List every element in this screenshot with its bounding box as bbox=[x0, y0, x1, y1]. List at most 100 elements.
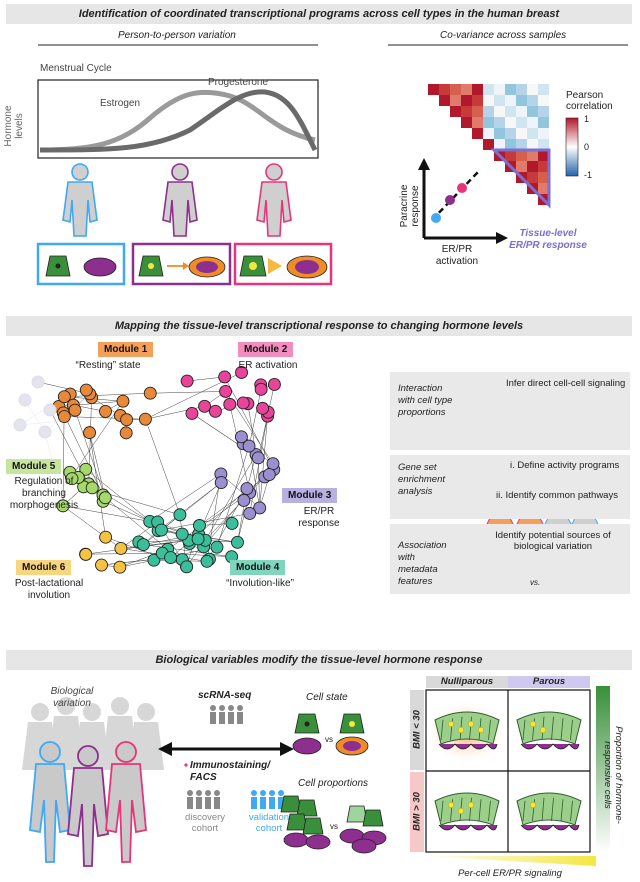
network-edge bbox=[62, 505, 122, 549]
gland-cell-line bbox=[488, 800, 491, 822]
analysis-2-name: Gene set enrichment analysis bbox=[398, 462, 445, 497]
heatmap-cell bbox=[483, 139, 494, 150]
heatmap-cell bbox=[461, 84, 472, 95]
network-node bbox=[68, 403, 82, 417]
section-2-title: Mapping the tissue-level transcriptional… bbox=[6, 316, 632, 336]
heatmap-cell bbox=[483, 117, 494, 128]
pearson-colorbar bbox=[565, 117, 579, 177]
responsive-cell-spot bbox=[539, 726, 547, 734]
analysis-2-item-1: i. Define activity programs bbox=[510, 460, 620, 471]
heatmap-cell bbox=[494, 95, 505, 106]
heatmap-cell bbox=[439, 84, 450, 95]
network-edge bbox=[205, 476, 265, 541]
gland-cell-line bbox=[541, 797, 545, 822]
network-node bbox=[79, 547, 93, 561]
responsive-cell-spot bbox=[457, 807, 465, 815]
module-5-label: Module 5 bbox=[6, 459, 62, 474]
heatmap-cell bbox=[527, 172, 538, 183]
network-node bbox=[180, 560, 194, 574]
network-node bbox=[240, 482, 254, 495]
network-node bbox=[116, 394, 130, 408]
gland-cell-line bbox=[440, 719, 444, 741]
network-node bbox=[235, 366, 248, 379]
biological-variation-label: Biological variation bbox=[50, 686, 94, 709]
network-node bbox=[136, 538, 150, 552]
heatmap-cell bbox=[538, 117, 549, 128]
heatmap-cell bbox=[538, 128, 549, 139]
heatmap-cell bbox=[538, 161, 549, 172]
heatmap-cell bbox=[516, 139, 527, 150]
proportion-gradient-bar bbox=[596, 686, 610, 852]
signaling-gradient-wedge bbox=[420, 856, 596, 866]
heatmap-cell bbox=[461, 117, 472, 128]
module-4-desc: “Involution-like” bbox=[226, 578, 294, 589]
network-node bbox=[267, 377, 281, 391]
module-3-label: Module 3 bbox=[282, 488, 338, 503]
heatmap-cell bbox=[505, 95, 516, 106]
network-node bbox=[175, 527, 189, 541]
responsive-cell-spot bbox=[457, 726, 465, 734]
heatmap-cell bbox=[505, 117, 516, 128]
immunostaining-label: Immunostaining/ FACS bbox=[190, 760, 270, 783]
network-edge bbox=[199, 474, 270, 526]
gland-cell-line bbox=[478, 799, 482, 822]
tissue-level-er-pr-label: Tissue-level ER/PR response bbox=[509, 228, 587, 251]
network-node bbox=[38, 425, 52, 439]
cell-state-vs: vs bbox=[325, 735, 333, 744]
heatmap-cell bbox=[428, 84, 439, 95]
heatmap-cell bbox=[538, 84, 549, 95]
heatmap-cell bbox=[538, 106, 549, 117]
per-cell-signaling-label: Per-cell ER/PR signaling bbox=[458, 868, 562, 879]
proportion-responsive-label: Proportion of hormone-responsive cells bbox=[602, 726, 624, 824]
network-node bbox=[13, 418, 27, 432]
gland-tissue-cells bbox=[425, 700, 582, 831]
panel-b-heading: Co-variance across samples bbox=[440, 30, 567, 41]
section-1-title: Identification of coordinated transcript… bbox=[6, 4, 632, 24]
network-node bbox=[266, 457, 280, 471]
network-node bbox=[234, 430, 248, 444]
module-6-label: Module 6 bbox=[16, 560, 72, 575]
heatmap-cell bbox=[472, 106, 483, 117]
scrna-seq-label: scRNA-seq bbox=[198, 690, 252, 701]
heatmap-cell bbox=[516, 150, 527, 161]
network-node bbox=[218, 370, 232, 384]
network-node bbox=[262, 468, 276, 481]
heatmap-cell bbox=[527, 128, 538, 139]
network-edge bbox=[143, 544, 232, 557]
network-node bbox=[237, 493, 251, 507]
network-node bbox=[164, 551, 178, 564]
heatmap-cell bbox=[450, 84, 461, 95]
network-node bbox=[65, 472, 79, 486]
heatmap-cell bbox=[516, 117, 527, 128]
network-node bbox=[99, 530, 113, 544]
network-node bbox=[154, 523, 168, 537]
heatmap-cell bbox=[505, 150, 516, 161]
network-edge bbox=[149, 473, 222, 522]
responsive-cell-spot bbox=[477, 726, 485, 734]
network-node bbox=[18, 393, 32, 407]
heatmap-cell bbox=[527, 161, 538, 172]
network-node bbox=[99, 404, 112, 418]
heatmap-cell bbox=[538, 139, 549, 150]
heatmap-cell bbox=[516, 161, 527, 172]
network-node bbox=[214, 476, 228, 490]
module-1-desc: “Resting” state bbox=[75, 360, 141, 371]
menstrual-cycle-title: Menstrual Cycle bbox=[40, 63, 112, 74]
network-edge bbox=[64, 392, 151, 397]
cell-state-cells bbox=[292, 713, 369, 756]
gland-cell-line bbox=[551, 797, 554, 822]
heatmap-cell bbox=[483, 84, 494, 95]
heatmap-cell bbox=[472, 84, 483, 95]
scrna-people-icon bbox=[210, 705, 243, 724]
heatmap-cell bbox=[538, 95, 549, 106]
gland-cell-line bbox=[488, 719, 491, 741]
heatmap-cell bbox=[472, 128, 483, 139]
network-edge bbox=[216, 446, 250, 548]
gland-cell-line bbox=[522, 800, 526, 822]
network-edge bbox=[248, 389, 262, 447]
network-node bbox=[57, 410, 71, 423]
heatmap-cell bbox=[505, 106, 516, 117]
network-edge bbox=[205, 454, 257, 541]
network-edge bbox=[224, 376, 274, 470]
heatmap-cell bbox=[505, 139, 516, 150]
